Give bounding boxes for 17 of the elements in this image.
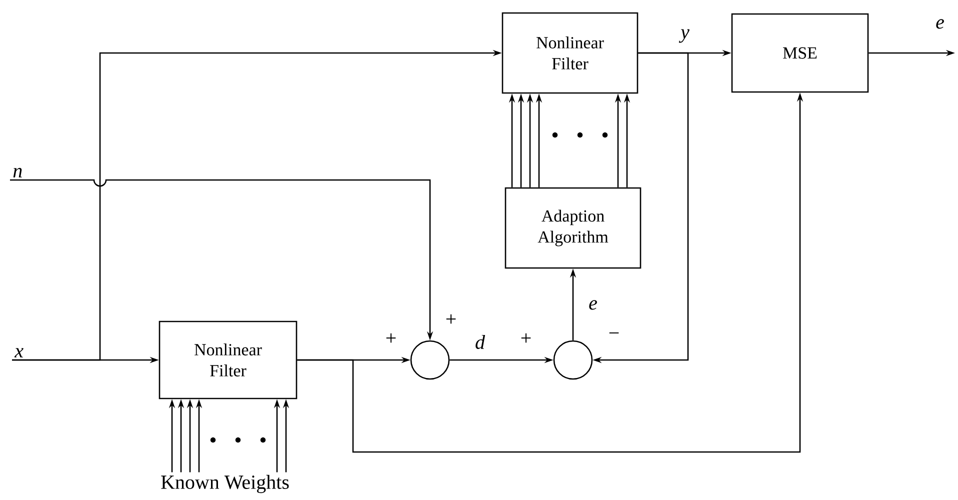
edge-label: e bbox=[934, 18, 946, 30]
block-box: Nonlinear Filter bbox=[502, 12, 638, 94]
sign-label: + bbox=[521, 333, 531, 343]
signal-label: n bbox=[13, 168, 22, 178]
edge-label: d bbox=[474, 334, 486, 350]
block-box: Adaption Algorithm bbox=[504, 187, 642, 269]
block-box: Nonlinear Filter bbox=[158, 320, 298, 400]
edge-label: y bbox=[678, 28, 690, 44]
summing-junction bbox=[410, 340, 450, 380]
sign-label: − bbox=[609, 332, 619, 334]
block-box: MSE bbox=[731, 13, 869, 93]
sign-label: + bbox=[446, 314, 456, 324]
sign-label: + bbox=[386, 333, 396, 343]
signal-label: x bbox=[14, 348, 24, 358]
input-label: Known Weights bbox=[161, 474, 289, 494]
summing-junction bbox=[553, 340, 593, 380]
edge-label: e bbox=[588, 299, 598, 311]
